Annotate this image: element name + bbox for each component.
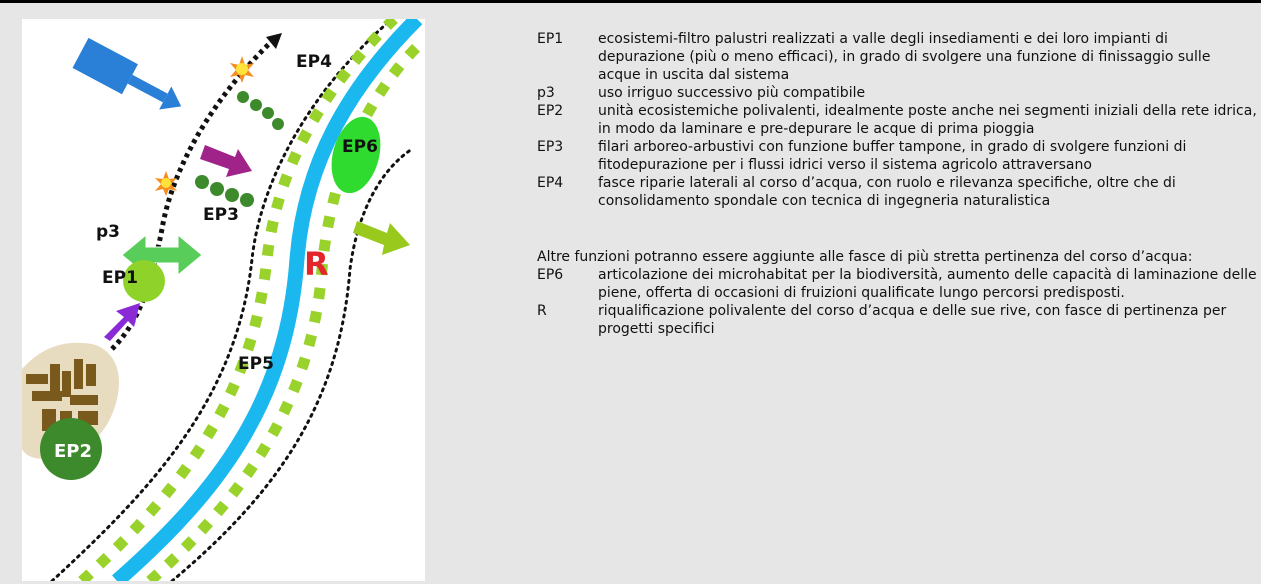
label-ep6: EP6 — [342, 137, 378, 157]
ep1-circle — [123, 260, 165, 302]
top-border — [0, 0, 1261, 3]
legend-entry-ep6: EP6 articolazione dei microhabitat per l… — [537, 266, 1257, 302]
left-dotted-boundary — [50, 19, 394, 581]
legend-code: p3 — [537, 85, 555, 101]
schematic-figure: EP4 EP6 EP3 p3 EP1 R EP5 EP2 — [22, 19, 425, 581]
legend-entry-p3: p3 uso irriguo successivo più compatibil… — [537, 84, 1257, 102]
legend-text: riqualificazione polivalente del corso d… — [598, 303, 1227, 337]
flow-arrowhead — [266, 33, 282, 49]
blue-arrow — [72, 37, 182, 110]
right-dotted-boundary — [170, 147, 414, 581]
legend-entry-r: R riqualificazione polivalente del corso… — [537, 302, 1257, 338]
label-ep1: EP1 — [102, 268, 138, 288]
river — [112, 19, 423, 581]
legend-text: articolazione dei microhabitat per la bi… — [598, 267, 1257, 301]
legend-text: ecosistemi-filtro palustri realizzati a … — [598, 31, 1211, 83]
legend-text: unità ecosistemiche polivalenti, idealme… — [598, 103, 1257, 137]
label-ep3: EP3 — [203, 205, 239, 225]
legend-text: fasce riparie laterali al corso d’acqua,… — [598, 175, 1176, 209]
legend-code: EP4 — [537, 175, 564, 191]
label-ep4: EP4 — [296, 52, 332, 72]
legend-code: EP1 — [537, 31, 564, 47]
magenta-arrow — [200, 145, 252, 177]
schematic-svg: EP4 EP6 EP3 p3 EP1 R EP5 EP2 — [22, 19, 425, 581]
legend: EP1 ecosistemi-filtro palustri realizzat… — [537, 30, 1257, 338]
tree-row-ep3 — [195, 175, 254, 207]
riparian-band-left — [78, 19, 398, 581]
tree-row-ep4 — [237, 91, 284, 130]
sun-icon-upper — [230, 56, 254, 83]
ep6-ellipse — [331, 116, 381, 194]
purple-arrow — [104, 303, 140, 341]
legend-entry-ep2: EP2 unità ecosistemiche polivalenti, ide… — [537, 102, 1257, 138]
label-ep5: EP5 — [238, 354, 274, 374]
label-p3: p3 — [96, 222, 120, 242]
legend-code: EP3 — [537, 139, 564, 155]
legend-text: filari arboreo-arbustivi con funzione bu… — [598, 139, 1187, 173]
legend-text: uso irriguo successivo più compatibile — [598, 85, 866, 101]
legend-entry-ep3: EP3 filari arboreo-arbustivi con funzion… — [537, 138, 1257, 174]
ep2-circle — [40, 418, 102, 480]
legend-code: EP2 — [537, 103, 564, 119]
legend-code: EP6 — [537, 267, 564, 283]
legend-entry-ep4: EP4 fasce riparie laterali al corso d’ac… — [537, 174, 1257, 210]
label-r: R — [304, 245, 329, 283]
label-ep2: EP2 — [54, 441, 92, 462]
legend-intro: Altre funzioni potranno essere aggiunte … — [537, 249, 1193, 265]
sun-icon-lower — [155, 171, 177, 196]
olive-arrow — [353, 221, 410, 255]
legend-entry-ep1: EP1 ecosistemi-filtro palustri realizzat… — [537, 30, 1257, 84]
legend-code: R — [537, 303, 547, 319]
